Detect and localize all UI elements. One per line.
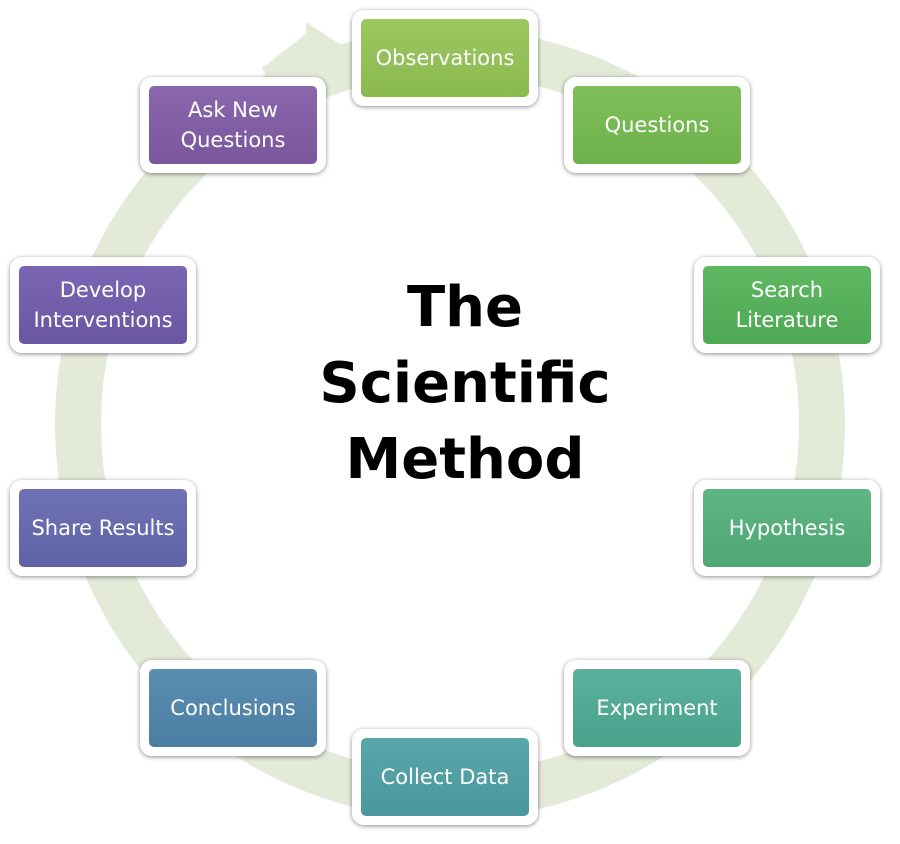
diagram-title-line-1: The bbox=[406, 275, 524, 340]
step-observations-label: Observations bbox=[375, 46, 515, 70]
step-experiment-fill bbox=[573, 669, 741, 747]
step-conclusions: Conclusions bbox=[140, 660, 326, 756]
step-ask-new-questions-fill bbox=[149, 86, 317, 164]
step-experiment-label: Experiment bbox=[596, 696, 718, 720]
step-hypothesis-fill bbox=[703, 489, 871, 567]
step-collect-data-fill bbox=[361, 738, 529, 816]
diagram-title: The Scientific Method bbox=[300, 270, 630, 498]
step-search-literature: Search Literature bbox=[694, 257, 880, 353]
step-collect-data: Collect Data bbox=[352, 729, 538, 825]
diagram-title-line-2: Scientific bbox=[319, 351, 611, 416]
step-questions-label: Questions bbox=[604, 113, 710, 137]
step-share-results: Share Results bbox=[10, 480, 196, 576]
step-hypothesis: Hypothesis bbox=[694, 480, 880, 576]
step-observations: Observations bbox=[352, 10, 538, 106]
diagram-title-line-3: Method bbox=[345, 427, 585, 492]
step-share-results-fill bbox=[19, 489, 187, 567]
step-questions: Questions bbox=[564, 77, 750, 173]
step-collect-data-label: Collect Data bbox=[380, 765, 510, 789]
step-observations-fill bbox=[361, 19, 529, 97]
step-search-literature-label: Search Literature bbox=[735, 278, 839, 332]
step-develop-interventions-label: Develop Interventions bbox=[33, 278, 173, 332]
step-develop-interventions: Develop Interventions bbox=[10, 257, 196, 353]
step-ask-new-questions-label: Ask New Questions bbox=[180, 98, 286, 152]
step-questions-fill bbox=[573, 86, 741, 164]
step-conclusions-fill bbox=[149, 669, 317, 747]
step-experiment: Experiment bbox=[564, 660, 750, 756]
step-develop-interventions-fill bbox=[19, 266, 187, 344]
step-hypothesis-label: Hypothesis bbox=[728, 516, 846, 540]
step-conclusions-label: Conclusions bbox=[170, 696, 296, 720]
step-share-results-label: Share Results bbox=[31, 516, 175, 540]
step-ask-new-questions: Ask New Questions bbox=[140, 77, 326, 173]
step-search-literature-fill bbox=[703, 266, 871, 344]
